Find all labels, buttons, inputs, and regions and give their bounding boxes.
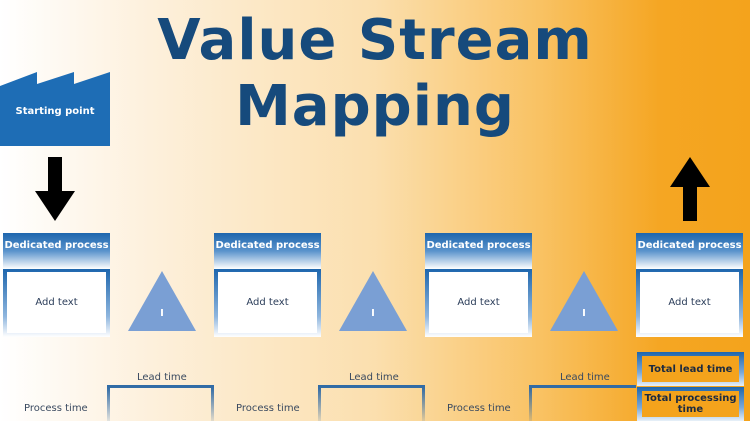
process-body: Add text (640, 272, 739, 333)
process-3: Dedicated process Add text (425, 233, 532, 337)
process-header: Dedicated process (636, 233, 743, 269)
title-line-2: Mapping (235, 74, 515, 139)
total-lead-time-box: Total lead time (637, 352, 744, 386)
lead-time-step (107, 385, 214, 421)
svg-text:I: I (371, 308, 375, 319)
process-time-label: Process time (447, 403, 511, 414)
process-header: Dedicated process (3, 233, 110, 269)
inventory-triangle-icon: I (128, 271, 196, 331)
lead-time-step (529, 385, 636, 421)
process-body: Add text (7, 272, 106, 333)
process-body: Add text (429, 272, 528, 333)
process-4: Dedicated process Add text (636, 233, 743, 337)
total-processing-time-box: Total processing time (637, 387, 744, 421)
title-line-1: Value Stream (157, 8, 593, 73)
svg-text:I: I (160, 308, 164, 319)
lead-time-step (318, 385, 425, 421)
process-body: Add text (218, 272, 317, 333)
lead-time-label: Lead time (560, 372, 610, 383)
factory-icon (0, 72, 110, 146)
total-processing-time-label: Total processing time (642, 391, 739, 417)
lead-time-label: Lead time (349, 372, 399, 383)
svg-text:I: I (582, 308, 586, 319)
arrow-down-icon (35, 157, 75, 221)
process-1: Dedicated process Add text (3, 233, 110, 337)
inventory-triangle-icon: I (550, 271, 618, 331)
starting-point-label: Starting point (15, 106, 95, 117)
process-header: Dedicated process (214, 233, 321, 269)
lead-time-label: Lead time (137, 372, 187, 383)
total-lead-time-label: Total lead time (642, 356, 739, 382)
process-2: Dedicated process Add text (214, 233, 321, 337)
process-header: Dedicated process (425, 233, 532, 269)
process-time-label: Process time (24, 403, 88, 414)
arrow-up-icon (670, 157, 710, 221)
process-time-label: Process time (236, 403, 300, 414)
inventory-triangle-icon: I (339, 271, 407, 331)
starting-point-factory: Starting point (0, 72, 110, 146)
